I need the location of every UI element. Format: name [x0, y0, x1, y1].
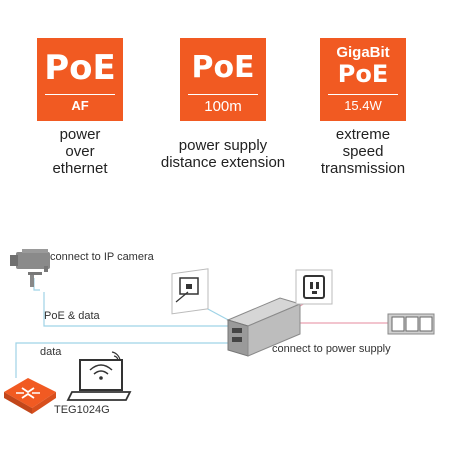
power-supply-label: connect to power supply: [272, 343, 391, 355]
power-strip-icon: [387, 313, 435, 335]
feature-caption-power: power over ethernet: [20, 126, 140, 177]
caption-line: transmission: [320, 160, 406, 177]
caption-line: power: [59, 126, 101, 143]
switch-label: TEG1024G: [54, 404, 110, 416]
poe-100m-badge-top: PoE: [191, 50, 255, 85]
caption-line: distance extension: [160, 154, 286, 171]
caption-line: speed: [342, 143, 384, 160]
poe-100m-badge: PoE 100m: [180, 38, 266, 121]
feature-caption-distance: power supply distance extension: [148, 137, 298, 171]
ethernet-port-icon: [171, 268, 209, 315]
gigabit-poe-badge-small: GigaBit: [336, 44, 390, 61]
data-label: data: [40, 346, 62, 358]
poe-100m-badge-bottom: 100m: [204, 98, 242, 115]
poe-injector-icon: [226, 297, 302, 357]
caption-line: extreme: [335, 126, 391, 143]
poe-af-badge-top: PoE: [44, 48, 116, 88]
caption-line: over: [65, 143, 95, 160]
poe-af-badge: PoE AF: [37, 38, 123, 121]
poe-af-badge-bottom: AF: [71, 98, 89, 113]
caption-line: power supply: [178, 137, 268, 154]
caption-line: ethernet: [52, 160, 108, 177]
gigabit-poe-badge-bottom: 15.4W: [344, 98, 382, 113]
feature-caption-speed: extreme speed transmission: [303, 126, 423, 177]
gigabit-poe-badge: GigaBit PoE 15.4W: [320, 38, 406, 121]
gigabit-poe-badge-top: PoE: [337, 60, 389, 88]
poe-data-label: PoE & data: [44, 310, 100, 322]
laptop-wifi-icon: [66, 351, 132, 401]
ip-camera-icon: [10, 249, 50, 287]
power-socket-icon: [295, 269, 333, 305]
camera-label: connect to IP camera: [50, 251, 154, 263]
switch-icon: [4, 378, 56, 414]
